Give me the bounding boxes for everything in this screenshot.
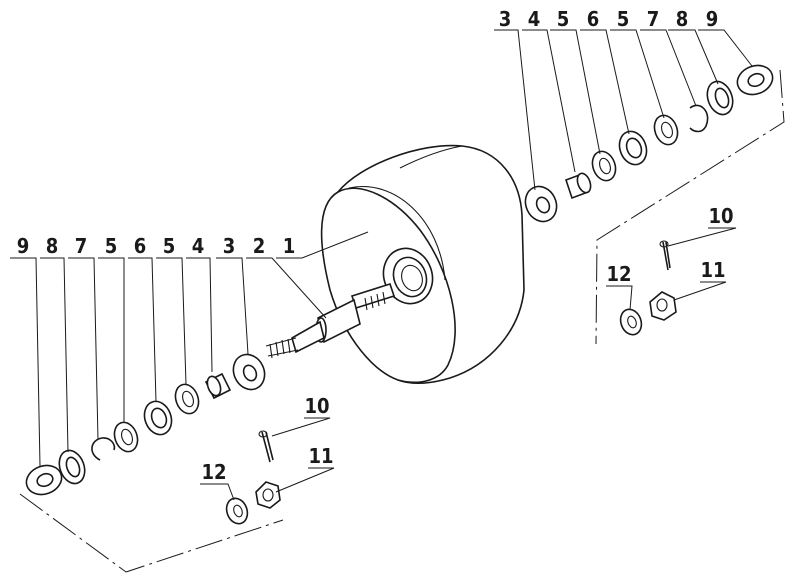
label-left-7: 7 — [75, 234, 88, 258]
left-parts — [25, 353, 281, 525]
right-bearing-3 — [524, 185, 558, 223]
label-top-5a: 5 — [557, 7, 570, 31]
label-top-5b: 5 — [617, 7, 630, 31]
label-washer-right-12: 12 — [606, 262, 631, 286]
left-cotter-pin-10 — [258, 430, 274, 463]
label-top-6: 6 — [587, 7, 600, 31]
left-washer-5a — [174, 383, 200, 415]
label-left-6: 6 — [134, 234, 147, 258]
right-washer-5a — [591, 150, 617, 182]
left-bushing-4 — [204, 372, 232, 400]
label-washer-left-12: 12 — [201, 460, 226, 484]
pulley-wheel — [320, 144, 525, 384]
left-seal-8 — [58, 449, 86, 485]
left-washer-12 — [225, 497, 249, 525]
right-cotter-pin-10 — [659, 240, 671, 271]
label-nut-left-11: 11 — [308, 444, 333, 468]
right-bushing-4 — [564, 172, 592, 200]
label-left-4: 4 — [192, 234, 205, 258]
label-left-3: 3 — [223, 234, 236, 258]
left-bearing-3 — [232, 353, 266, 391]
left-nut-11 — [255, 481, 281, 509]
label-top-7: 7 — [647, 7, 660, 31]
right-washer-5b — [653, 114, 679, 146]
label-pin-right-10: 10 — [708, 204, 733, 228]
label-top-9: 9 — [706, 7, 719, 31]
label-left-2: 2 — [253, 234, 266, 258]
left-circlip-7 — [91, 437, 116, 461]
label-nut-right-11: 11 — [700, 258, 725, 282]
label-left-8: 8 — [46, 234, 59, 258]
right-nut-11 — [649, 291, 677, 321]
label-left-5b: 5 — [163, 234, 176, 258]
label-left-9: 9 — [17, 234, 30, 258]
right-parts — [524, 64, 774, 336]
label-top-8: 8 — [676, 7, 689, 31]
left-washer-5b — [113, 421, 139, 453]
label-pin-left-10: 10 — [304, 394, 329, 418]
left-washer-9 — [25, 464, 63, 496]
shaft — [265, 283, 396, 359]
label-top-4: 4 — [528, 7, 541, 31]
label-top-3: 3 — [499, 7, 512, 31]
right-washer-12 — [619, 308, 643, 336]
label-left-5a: 5 — [105, 234, 118, 258]
group-brackets — [19, 69, 785, 573]
right-washer-9 — [736, 64, 774, 96]
right-seal-8 — [706, 80, 734, 116]
right-circlip-7 — [689, 104, 709, 133]
part-labels: 3 4 5 6 5 7 8 9 9 8 7 5 6 5 4 3 2 1 10 1… — [17, 7, 734, 484]
right-ring-6 — [618, 130, 648, 166]
left-ring-6 — [143, 400, 173, 436]
leader-lines — [10, 29, 753, 501]
label-left-1: 1 — [283, 234, 296, 258]
